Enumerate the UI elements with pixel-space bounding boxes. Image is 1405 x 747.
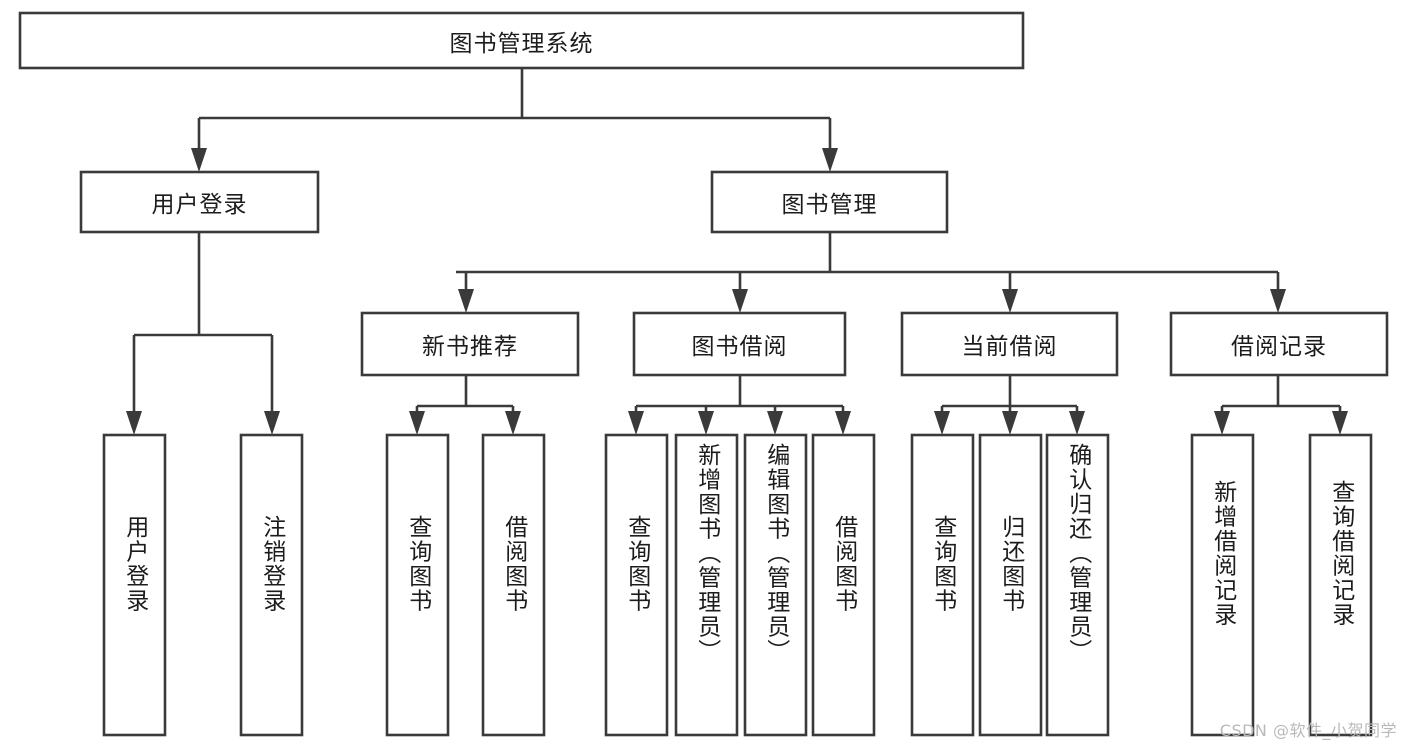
node-box-current-borrow[interactable] [900, 311, 1119, 377]
node-box-leaf-borrow-book-2[interactable] [811, 433, 876, 737]
node-box-book-manage[interactable] [710, 170, 949, 234]
node-box-leaf-query-book-2[interactable] [604, 433, 669, 737]
arrowhead-new-book-rec [458, 289, 474, 313]
arrowhead-leaf-add-record [1214, 411, 1230, 435]
node-box-leaf-query-book-1[interactable] [385, 433, 450, 737]
node-box-book-borrow[interactable] [632, 311, 847, 377]
node-box-user-login[interactable] [79, 170, 320, 234]
arrowhead-to-user-login [191, 148, 207, 172]
arrowhead-book-borrow [732, 289, 748, 313]
arrowhead-leaf-logout [264, 411, 280, 435]
node-box-leaf-query-book-3[interactable] [910, 433, 975, 737]
node-box-leaf-user-login[interactable] [102, 433, 167, 737]
arrowhead-leaf-borrow-book-1 [505, 411, 521, 435]
node-box-leaf-logout[interactable] [239, 433, 304, 737]
arrowhead-leaf-return-book [1002, 411, 1018, 435]
arrowhead-leaf-query-book-1 [409, 411, 425, 435]
arrowhead-leaf-add-book [698, 411, 714, 435]
arrowhead-leaf-confirm-return [1069, 411, 1085, 435]
node-box-leaf-query-record[interactable] [1308, 433, 1373, 737]
arrowhead-leaf-borrow-book-2 [835, 411, 851, 435]
node-box-leaf-return-book[interactable] [978, 433, 1043, 737]
arrowhead-borrow-record [1270, 289, 1286, 313]
node-box-new-book-rec[interactable] [360, 311, 580, 377]
node-box-leaf-add-book[interactable] [674, 433, 739, 737]
arrowhead-leaf-query-record [1332, 411, 1348, 435]
arrowhead-leaf-edit-book [767, 411, 783, 435]
arrowhead-leaf-query-book-3 [934, 411, 950, 435]
csdn-watermark: CSDN @软件_小贺同学 [1219, 721, 1397, 740]
node-box-leaf-borrow-book-1[interactable] [481, 433, 546, 737]
node-box-borrow-record[interactable] [1169, 311, 1389, 377]
node-box-leaf-add-record[interactable] [1190, 433, 1255, 737]
arrowhead-leaf-user-login [126, 411, 142, 435]
node-box-root[interactable] [18, 11, 1025, 70]
arrowhead-to-book-manage [822, 148, 838, 172]
arrowhead-leaf-query-book-2 [628, 411, 644, 435]
node-box-leaf-confirm-return[interactable] [1045, 433, 1110, 737]
arrowhead-current-borrow [1002, 289, 1018, 313]
node-box-leaf-edit-book[interactable] [743, 433, 808, 737]
